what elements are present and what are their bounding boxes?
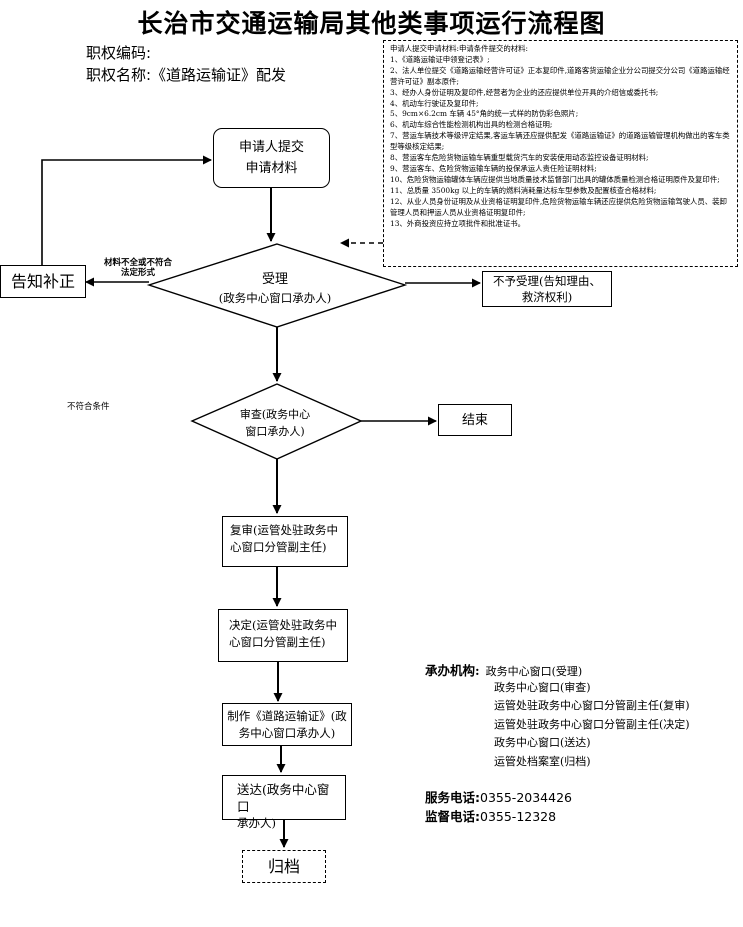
incomplete-note: 材料不全或不符合 法定形式 [99,258,177,278]
contact-phones: 服务电话:0355-2034426 监督电话:0355-12328 [425,787,572,825]
org-item: 运管处驻政务中心窗口分管副主任(复审) [494,699,690,712]
accept-step: 受理 (政务中心窗口承办人) [190,265,360,309]
requirements-header: 申请人提交申请材料:申请条件提交的材料: [390,44,529,53]
requirement-item: 8、营运客车危险货物运输车辆重型载货汽车的安装使用动态监控设备证明材料; [390,153,649,163]
arrow-notify-to-submit [41,155,212,265]
requirement-item: 7、营运车辆技术等级评定结果,客运车辆还应提供配发《道路运输证》的道路运输管理机… [390,131,730,152]
authority-code-label: 职权编码: [86,44,152,62]
incomplete-line-1: 材料不全或不符合 [103,258,172,268]
requirement-item: 2、法人单位提交《道路运输经营许可证》正本复印件,道路客货运输企业分公司提交分公… [390,65,730,86]
submit-materials-box: 申请人提交 申请材料 [213,128,330,188]
make-line-1: 制作《道路运输证》(政 [227,708,347,723]
notify-correction-box: 告知补正 [0,265,86,298]
reject-line-2: 救济权利) [521,290,573,304]
deliver-line-2: 承办人) [237,816,276,830]
requirement-item: 3、经办人身份证明及复印件,经营者为企业的还应提供单位开具的介绍信或委托书; [390,87,659,97]
accept-sublabel: (政务中心窗口承办人) [218,291,332,305]
archive-label: 归档 [267,857,300,876]
deliver-line-1: 送达(政务中心窗口 [237,782,330,814]
requirement-item: 13、外商投资应持立项批件和批准证书。 [390,218,526,228]
requirement-item: 4、机动车行驶证及复印件; [390,98,479,108]
recheck-line-1: 复审(运管处驻政务中 [230,523,338,537]
submit-line-2: 申请材料 [245,161,298,176]
end-box: 结束 [438,404,512,436]
recheck-line-2: 心窗口分管副主任) [230,540,327,554]
requirement-item: 10、危险货物运输罐体车辆应提供当地质量技术监督部门出具的罐体质量检测合格证明原… [390,174,720,184]
requirement-item: 11、总质量 3500kg 以上的车辆的燃料消耗量达标车型参数及配置核查合格材料… [390,185,657,195]
reject-line-1: 不予受理(告知理由、 [493,274,601,288]
requirement-item: 12、从业人员身份证明及从业资格证明复印件,危险货物运输车辆还应提供危险货物运输… [390,196,727,217]
org-item: 政务中心窗口(受理) [485,665,583,678]
deliver-box: 送达(政务中心窗口 承办人) [222,775,346,830]
page-title: 长治市交通运输局其他类事项运行流程图 [137,9,606,38]
reject-box: 不予受理(告知理由、 救济权利) [482,271,612,307]
review-step: 审查(政务中心 窗口承办人) [215,405,335,441]
requirement-item: 5、9cm×6.2cm 车辆 45°角的统一式样的防伪彩色照片; [390,109,579,119]
service-phone-label: 服务电话: [425,790,480,805]
end-label: 结束 [461,412,488,428]
archive-box: 归档 [242,850,326,883]
accept-label: 受理 [261,272,288,287]
responsible-orgs: 承办机构: 政务中心窗口(受理) 政务中心窗口(审查) 运管处驻政务中心窗口分管副… [425,660,690,771]
notify-label: 告知补正 [10,272,75,291]
review-sublabel: 窗口承办人) [245,425,305,438]
authority-name-label: 职权名称:《道路运输证》配发 [86,66,287,84]
supervise-phone-label: 监督电话: [425,809,480,824]
requirements-box: 申请人提交申请材料:申请条件提交的材料: 1、《道路运输证申领登记表》; 2、法… [383,40,738,267]
decide-line-1: 决定(运管处驻政务中 [229,618,337,632]
org-item: 运管处驻政务中心窗口分管副主任(决定) [494,717,690,731]
requirement-item: 6、机动车综合性能检测机构出具的检测合格证明; [390,120,553,130]
org-item: 运管处档案室(归档) [494,754,591,768]
incomplete-line-2: 法定形式 [120,268,155,278]
submit-line-1: 申请人提交 [238,140,304,155]
requirement-item: 1、《道路运输证申领登记表》; [390,54,490,64]
decide-box: 决定(运管处驻政务中 心窗口分管副主任) [218,609,348,662]
supervise-phone-value: 0355-12328 [480,809,557,824]
service-phone-value: 0355-2034426 [480,790,572,805]
org-item: 政务中心窗口(送达) [494,736,591,749]
orgs-label: 承办机构: [425,663,480,678]
recheck-box: 复审(运管处驻政务中 心窗口分管副主任) [222,516,348,567]
requirement-item: 9、营运客车、危险货物运输车辆的投保承运人责任险证明材料; [390,163,597,173]
make-certificate-box: 制作《道路运输证》(政 务中心窗口承办人) [222,703,352,746]
org-item: 政务中心窗口(审查) [494,680,591,694]
make-line-2: 务中心窗口承办人) [238,725,336,740]
review-label: 审查(政务中心 [239,408,311,421]
decide-line-2: 心窗口分管副主任) [229,635,326,649]
not-meet-label: 不符合条件 [67,402,110,412]
